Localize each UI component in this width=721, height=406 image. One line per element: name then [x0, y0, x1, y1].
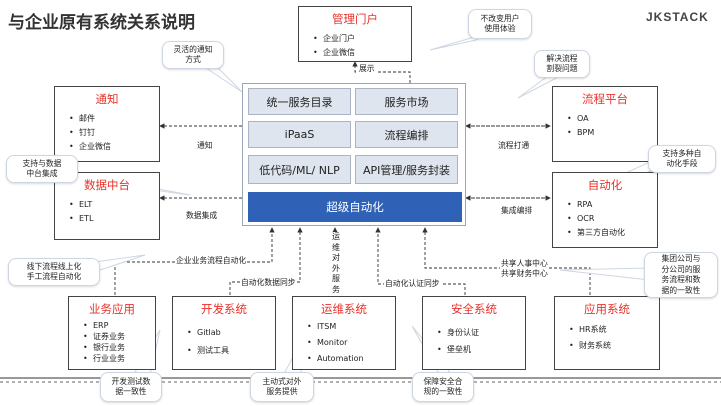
list-item: 企业微信 [313, 46, 411, 60]
box-appsys-list: HR系统 财务系统 [555, 322, 659, 354]
note-unchanged-experience: 不改变用户 使用体验 [468, 9, 532, 39]
list-item: 堡垒机 [437, 341, 525, 358]
box-process-list: OA BPM [553, 112, 657, 140]
box-automation: 自动化 RPA OCR 第三方自动化 [552, 172, 658, 248]
core-platform: 统一服务目录 服务市场 iPaaS 流程编排 低代码/ML/ NLP API管理… [242, 83, 466, 226]
box-notify-title: 通知 [95, 92, 119, 106]
box-security: 安全系统 身份认证 堡垒机 [422, 296, 526, 370]
box-automation-title: 自动化 [587, 178, 623, 192]
box-devsys-list: Gitlab 测试工具 [173, 324, 275, 360]
list-item: 第三方自动化 [567, 226, 657, 240]
label-data-sync: 自动化数据同步 [240, 277, 297, 288]
list-item: 测试工具 [187, 342, 275, 360]
brand-logo: JKSTACK [646, 10, 709, 24]
list-item: 行业业务 [83, 353, 155, 364]
box-portal-list: 企业门户 企业微信 [299, 32, 411, 60]
list-item: 财务系统 [569, 338, 659, 354]
box-devsys: 开发系统 Gitlab 测试工具 [172, 296, 276, 370]
box-portal-title: 管理门户 [332, 12, 378, 26]
list-item: 企业微信 [69, 140, 159, 154]
list-item: Gitlab [187, 324, 275, 342]
label-shared-centers: 共享人事中心 共享财务中心 [500, 259, 549, 279]
box-appsys: 应用系统 HR系统 财务系统 [554, 296, 660, 370]
page-title: 与企业原有系统关系说明 [8, 13, 195, 33]
list-item: HR系统 [569, 322, 659, 338]
box-notify: 通知 邮件 钉钉 企业微信 [54, 86, 160, 162]
box-datacenter: 数据中台 ELT ETL [54, 172, 160, 240]
box-appsys-title: 应用系统 [584, 302, 630, 316]
box-process-title: 流程平台 [582, 92, 628, 106]
note-proactive-service: 主动式对外 服务提供 [250, 372, 314, 402]
note-offline-online: 线下流程线上化 手工流程自动化 [8, 258, 100, 286]
box-datacenter-title: 数据中台 [84, 178, 130, 192]
note-flexible-notify: 灵活的通知 方式 [162, 41, 224, 69]
box-opssys-list: ITSM Monitor Automation [293, 319, 395, 367]
list-item: Monitor [307, 335, 395, 351]
label-show: 展示 [358, 63, 376, 74]
core-cell-ipaas[interactable]: iPaaS [248, 121, 351, 148]
list-item: ETL [69, 212, 159, 226]
note-security-compliance: 保障安全合 规的一致性 [412, 372, 474, 402]
list-item: BPM [567, 126, 657, 140]
box-automation-list: RPA OCR 第三方自动化 [553, 198, 657, 240]
box-portal: 管理门户 企业门户 企业微信 [298, 6, 412, 62]
box-process: 流程平台 OA BPM [552, 86, 658, 162]
core-cell-lowcode[interactable]: 低代码/ML/ NLP [248, 155, 351, 184]
label-integration-orchestration: 集成编排 [500, 205, 534, 216]
box-business-title: 业务应用 [89, 302, 135, 316]
list-item: RPA [567, 198, 657, 212]
list-item: 钉钉 [69, 126, 159, 140]
box-opssys: 运维系统 ITSM Monitor Automation [292, 296, 396, 370]
list-item: ELT [69, 198, 159, 212]
label-process-link: 流程打通 [497, 140, 531, 151]
list-item: 邮件 [69, 112, 159, 126]
note-datacenter-support: 支持与数据 中台集成 [6, 155, 78, 183]
box-security-title: 安全系统 [451, 302, 497, 316]
label-enterprise-flow: 企业业务流程自动化 [175, 255, 248, 266]
list-item: ITSM [307, 319, 395, 335]
label-ops-service: 运维对外服务 [331, 232, 341, 295]
core-main-hyperautomation[interactable]: 超级自动化 [248, 192, 462, 222]
box-datacenter-list: ELT ETL [55, 198, 159, 226]
core-cell-api-management[interactable]: API管理/服务封装 [355, 155, 458, 184]
list-item: ERP [83, 320, 155, 331]
list-item: 银行业务 [83, 342, 155, 353]
label-auth-sync: 自动化认证同步 [384, 278, 441, 289]
box-business-list: ERP 证券业务 银行业务 行业业务 [69, 320, 155, 364]
note-group-consistency: 集团公司与 分公司的服 务流程和数 据的一致性 [644, 252, 718, 298]
box-devsys-title: 开发系统 [201, 302, 247, 316]
list-item: 证券业务 [83, 331, 155, 342]
list-item: 企业门户 [313, 32, 411, 46]
label-data-integration: 数据集成 [185, 210, 219, 221]
list-item: OCR [567, 212, 657, 226]
list-item: OA [567, 112, 657, 126]
core-cell-process-orchestration[interactable]: 流程编排 [355, 121, 458, 148]
box-security-list: 身份认证 堡垒机 [423, 324, 525, 358]
label-notify: 通知 [196, 140, 214, 151]
list-item: Automation [307, 351, 395, 367]
box-opssys-title: 运维系统 [321, 302, 367, 316]
core-cell-service-catalog[interactable]: 统一服务目录 [248, 88, 351, 115]
note-devtest-consistency: 开发测试数 据一致性 [100, 372, 162, 402]
list-item: 身份认证 [437, 324, 525, 341]
box-notify-list: 邮件 钉钉 企业微信 [55, 112, 159, 154]
core-cell-service-market[interactable]: 服务市场 [355, 88, 458, 115]
box-business: 业务应用 ERP 证券业务 银行业务 行业业务 [68, 296, 156, 370]
note-solve-split: 解决流程 割裂问题 [534, 50, 590, 78]
note-multi-automation: 支持多种自 动化手段 [648, 145, 716, 173]
